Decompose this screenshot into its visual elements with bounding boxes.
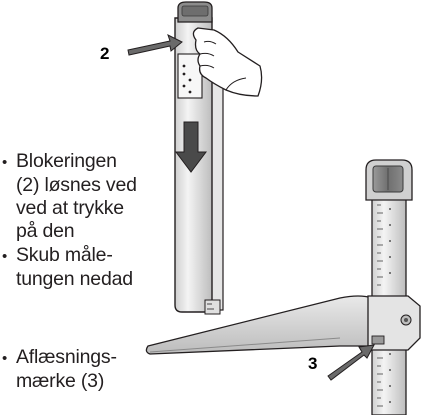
- instruction-release-lock: • Blokeringen (2) løsnes ved ved at trykk…: [2, 150, 137, 243]
- instruction-line: (2) løsnes ved: [16, 174, 137, 196]
- lock-callout-number: 2: [100, 44, 110, 63]
- bullet-icon: •: [2, 154, 8, 171]
- instruction-slide-down: • Skub måle- tungen nedad: [2, 244, 133, 291]
- instruction-line: Blokeringen: [16, 150, 117, 172]
- bullet-icon: •: [2, 248, 8, 265]
- instruction-line: ved at trykke: [16, 197, 124, 219]
- read-mark-callout-arrow: [327, 344, 375, 381]
- bullet-icon: •: [2, 350, 8, 367]
- push-down-arrow: [175, 121, 207, 173]
- read-mark-callout-number: 3: [308, 354, 318, 373]
- instruction-line: Aflæsnings-: [16, 346, 117, 368]
- instruction-read-mark: • Aflæsnings- mærke (3): [2, 346, 117, 393]
- hand: [192, 27, 263, 97]
- lock-callout-arrow: [127, 34, 183, 56]
- right-column-device: [145, 159, 421, 415]
- instruction-line: mærke (3): [16, 370, 105, 392]
- instruction-line: tungen nedad: [16, 268, 133, 290]
- instruction-line: Skub måle-: [16, 244, 113, 266]
- instruction-line: på den: [16, 220, 75, 242]
